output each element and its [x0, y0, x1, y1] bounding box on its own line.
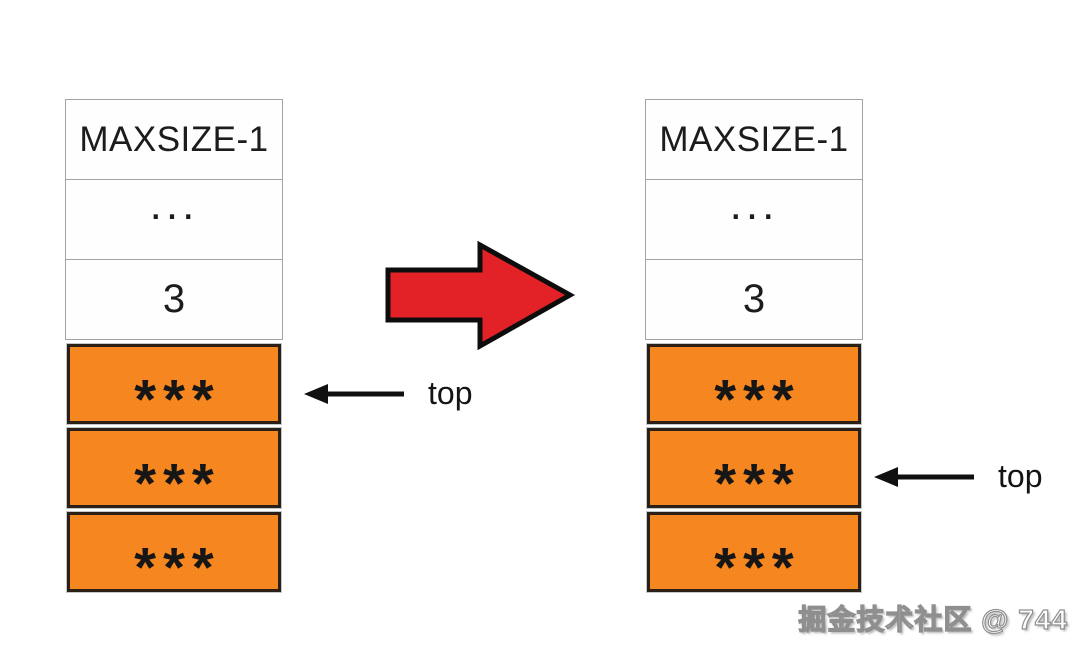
stack-before: MAXSIZE-1 ... 3 *** *** ***	[65, 99, 283, 598]
transform-right-arrow-icon	[385, 240, 576, 351]
cell-label: ...	[729, 179, 779, 229]
stack-cell-filled: ***	[66, 343, 282, 430]
top-pointer-after: top	[870, 458, 1042, 495]
cell-label: ***	[134, 451, 221, 515]
cell-label: ***	[714, 451, 801, 515]
cell-label: ***	[714, 535, 801, 599]
stack-cell-filled: ***	[646, 511, 862, 598]
top-pointer-label: top	[428, 375, 473, 411]
top-pointer-label: top	[998, 458, 1043, 494]
cell-label: 3	[742, 277, 766, 321]
cell-label: ***	[134, 535, 221, 599]
cell-label: MAXSIZE-1	[79, 119, 269, 159]
left-arrow-icon	[304, 383, 404, 404]
cell-label: MAXSIZE-1	[659, 119, 849, 159]
stack-cell-filled: ***	[66, 511, 282, 598]
stack-cell-ellipsis: ...	[645, 179, 863, 260]
stack-cell-filled: ***	[66, 427, 282, 514]
stack-cell-ellipsis: ...	[65, 179, 283, 260]
cell-label: 3	[162, 277, 186, 321]
stack-cell-index3: 3	[645, 259, 863, 340]
stack-after: MAXSIZE-1 ... 3 *** *** ***	[645, 99, 863, 598]
cell-label: ***	[134, 367, 221, 431]
top-pointer-before: top	[300, 375, 472, 412]
watermark: 掘金技术社区 @ 744	[798, 603, 1068, 635]
left-arrow-icon	[874, 466, 974, 487]
stack-cell-filled: ***	[646, 427, 862, 514]
stack-cell-index3: 3	[65, 259, 283, 340]
stack-cell-maxsize: MAXSIZE-1	[65, 99, 283, 180]
stack-cell-filled: ***	[646, 343, 862, 430]
stack-cell-maxsize: MAXSIZE-1	[645, 99, 863, 180]
cell-label: ***	[714, 367, 801, 431]
cell-label: ...	[149, 179, 199, 229]
